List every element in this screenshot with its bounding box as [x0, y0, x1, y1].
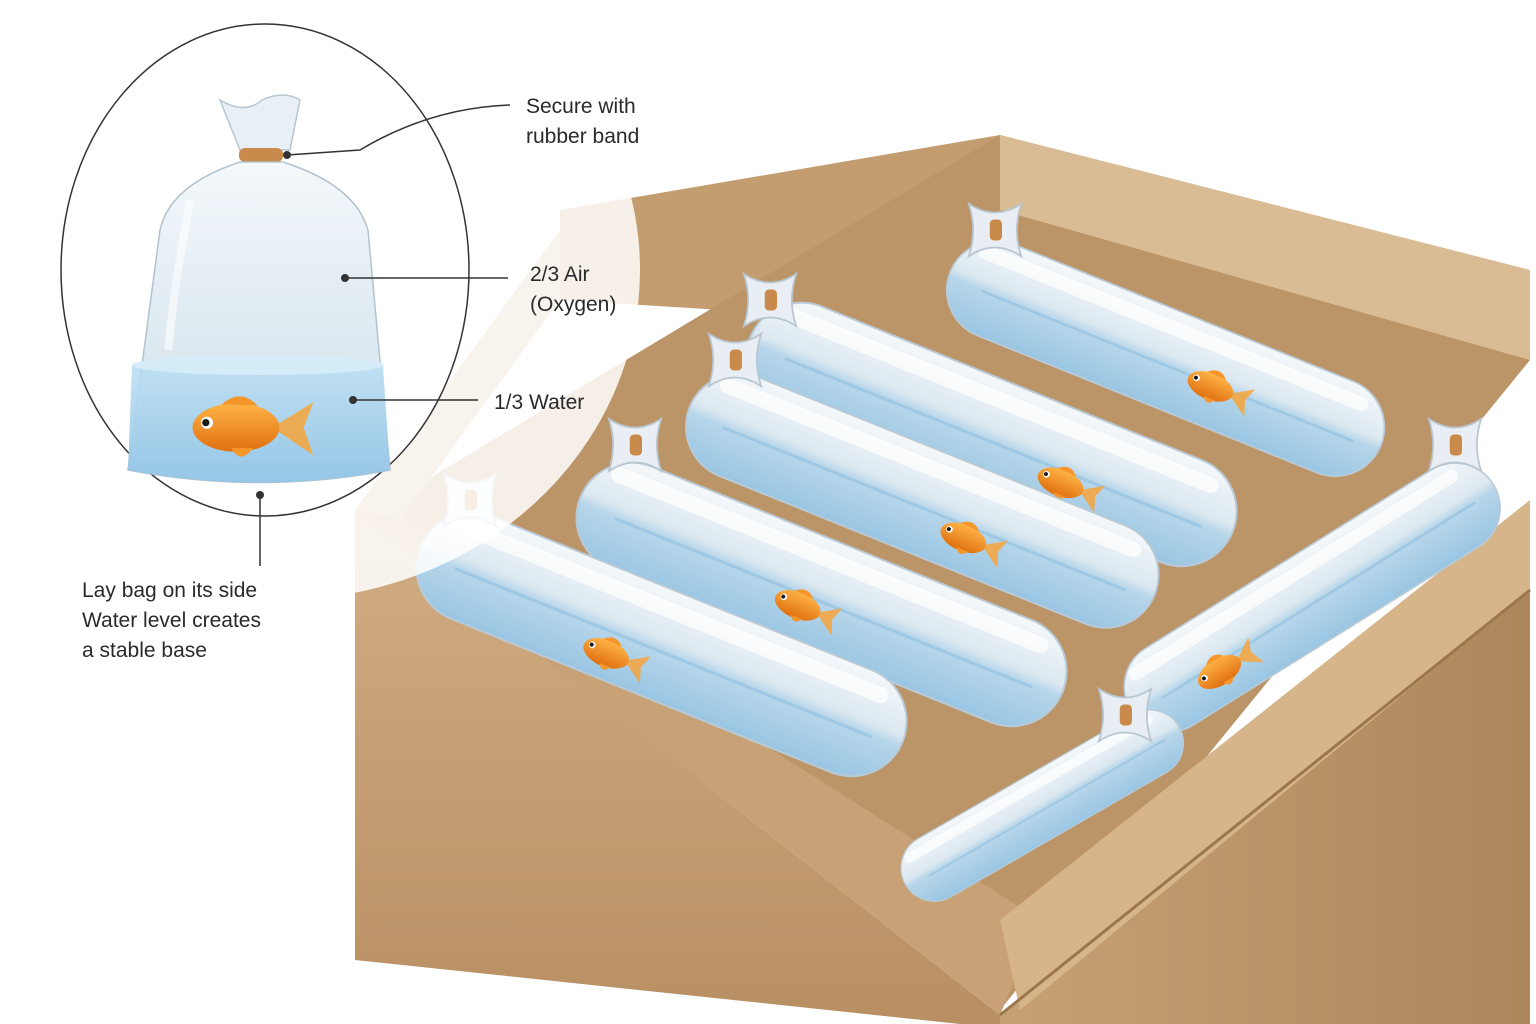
detail-inset: [60, 23, 470, 517]
callout-lay-flat-line2: Water level creates: [82, 609, 261, 632]
rubber-band-icon: [607, 417, 663, 473]
callout-air: 2/3 Air (Oxygen): [530, 260, 616, 320]
callout-lay-flat-line1: Lay bag on its side: [82, 579, 258, 602]
callout-lay-flat: Lay bag on its side Water level creates …: [82, 576, 261, 666]
rubber-band-icon: [1097, 687, 1153, 743]
callout-water: 1/3 Water: [494, 388, 584, 418]
callout-water-line1: 1/3 Water: [494, 391, 585, 414]
rubber-band-icon: [742, 272, 798, 328]
callout-lay-flat-line3: a stable base: [82, 639, 207, 662]
leader-dot: [341, 274, 349, 282]
callout-rubber-band-line1: Secure with: [526, 95, 636, 118]
callout-air-line1: 2/3 Air: [530, 263, 590, 286]
rubber-band-icon: [707, 332, 763, 388]
leader-dot: [256, 491, 264, 499]
rubber-band-icon: [967, 202, 1023, 258]
leader-dot: [283, 151, 291, 159]
leader-dot: [349, 396, 357, 404]
callout-air-line2: (Oxygen): [530, 293, 617, 316]
leader-lines: [259, 104, 511, 566]
callout-rubber-band-line2: rubber band: [526, 125, 640, 148]
callout-rubber-band: Secure with rubber band: [526, 92, 639, 152]
rubber-band-icon: [1427, 417, 1483, 473]
